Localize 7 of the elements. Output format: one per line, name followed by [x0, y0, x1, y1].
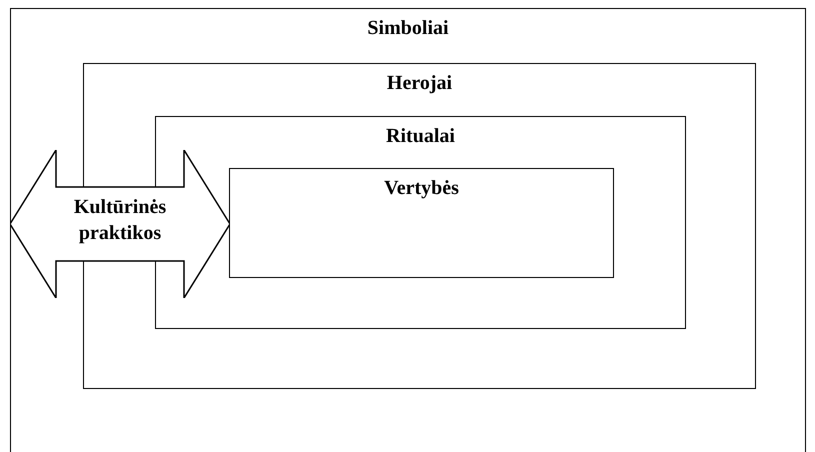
layer-title: Vertybės	[383, 177, 460, 200]
layer-box	[10, 8, 806, 452]
arrow-label: Kultūrinės praktikos	[72, 195, 168, 246]
layer-title: Herojai	[386, 72, 454, 95]
layer-box	[229, 168, 614, 278]
layer-title: Ritualai	[385, 125, 456, 148]
layer-title: Simboliai	[366, 17, 450, 40]
